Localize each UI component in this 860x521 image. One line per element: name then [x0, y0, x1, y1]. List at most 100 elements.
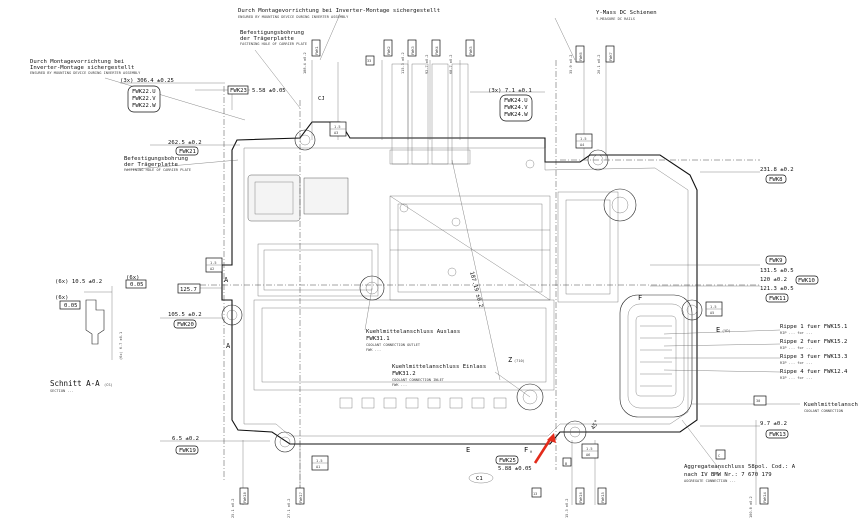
detail-markers: 1.5 A3 1.5 A4 1.5 A2 1.5 A5 1.5 A1 1.5 A… [205, 96, 723, 484]
cooling-channel [253, 299, 555, 391]
view-e-scale: (YD) [722, 329, 731, 333]
dc-rail-1 [391, 63, 409, 165]
dim-bot-271: 27.1 ±0.2 [287, 499, 291, 518]
fwk8-label: FWK8 [769, 177, 783, 183]
sec-box-005a [125, 279, 147, 289]
fwk9-label: FWK9 [769, 258, 782, 264]
fwk21-label: FWK21 [179, 149, 196, 155]
fwk2-label: FWK2 [387, 46, 391, 55]
fwk8-box [765, 174, 787, 184]
view-a3-scale: 1.5 [334, 125, 341, 129]
pocket-top-left [247, 174, 301, 222]
dim-1871: 187.19 ±0.2 [468, 271, 483, 308]
view-a1-scale: 1.5 [316, 459, 323, 463]
fwk23-box [227, 85, 249, 95]
sec-dim-105: (6x) 10.5 ±0.2 [55, 279, 102, 285]
rib1-label: Rippe 1 fuer FWK15.1 [780, 324, 847, 330]
fwk23-label: FWK23 [230, 88, 247, 94]
fwk18-label: FWK18 [243, 492, 247, 503]
note-carrier2-sub: FASTENING HOLE OF CARRIER PLATE [124, 168, 191, 172]
sec-005b: 0.05 [64, 303, 77, 309]
view-a5: A5 [710, 311, 714, 315]
fwk3-label: FWK3 [411, 46, 415, 55]
fwk24-v: FWK24.V [504, 105, 528, 111]
fwk19-label: FWK19 [179, 448, 196, 454]
sec-dim-6x: (6x) [55, 295, 68, 301]
view-a4: A4 [580, 143, 584, 147]
fwk22-w: FWK22.W [132, 103, 156, 109]
dc-rail-3 [431, 63, 449, 165]
note-left-sub: ENSURED BY MOUNTING DEVICE DURING INVERT… [30, 71, 141, 75]
view-a4-scale: 1.5 [580, 137, 587, 141]
view-a6-scale: 1.5 [586, 447, 593, 451]
inlet-sub: COOLANT CONNECTION INLET [392, 378, 445, 382]
fwk5-label: FWK5 [469, 46, 473, 55]
coolant-right-sub: COOLANT CONNECTION [804, 409, 843, 413]
view-a2: A2 [210, 267, 214, 271]
dim-1053: 105.5 ±0.2 [168, 312, 202, 318]
sec-005a: 0.05 [130, 282, 143, 288]
mounting-bosses [221, 129, 703, 453]
fwk24-w: FWK24.W [504, 112, 528, 118]
dc-link-block [557, 191, 619, 303]
aggregate-label-1: Aggregateanschluss 58pol. Cod.: A [684, 464, 796, 470]
fwk1-label: FWK1 [315, 46, 319, 55]
note-y-mass: Y-Mass DC Schienen [596, 10, 657, 16]
note-carrier2-2: der Trägerplatte [124, 162, 179, 168]
dim-bot-153: 15.3 ±0.2 [565, 499, 569, 518]
sec-dim-67: (6x) 6.7 ±0.1 [119, 332, 123, 360]
dim-306: (3x) 306.4 ±0.25 [120, 78, 174, 84]
letter-e: E [466, 446, 470, 454]
section-view: (6x) 10.5 ±0.2 (6x) 0.05 (6x) 0.05 (6x) … [50, 275, 147, 393]
note-carrier-1: Befestigungsbohrung [240, 30, 304, 36]
dim-771: (3x) 7.1 ±0.1 [488, 88, 532, 94]
dc-rail-2 [411, 63, 429, 165]
note-inverter: Durch Montagevorrichtung bei Inverter-Mo… [238, 8, 440, 14]
rib4-sub: RIP ... for ... [780, 376, 812, 380]
fwk24-u: FWK24.U [504, 98, 528, 104]
fwk15-label: FWK15 [601, 492, 605, 503]
view-a6: A6 [586, 453, 590, 457]
dim-top-201: 20.1 ±0.2 [597, 55, 601, 74]
sec-box-005b [59, 300, 81, 310]
note-left-2: Inverter-Montage sichergestellt [30, 65, 134, 71]
dim-1257-box [177, 283, 201, 294]
box-c: C [718, 454, 720, 458]
view-z-scale: (710) [514, 359, 525, 363]
bottom-fwk-labels: FWK18 FWK17 FWK16 FWK15 FWK14 25.1 ±0.2 … [231, 395, 769, 518]
rib3-label: Rippe 3 fuer FWK13.3 [780, 354, 847, 360]
aggregate-connector [619, 294, 693, 418]
top-fwk-labels: FWK1 FWK2 FWK3 FWK4 FWK5 FWK6 FWK7 188.4… [303, 39, 615, 74]
note-carrier2-1: Befestigungsbohrung [124, 156, 188, 162]
fwk10-label: FWK10 [798, 278, 815, 284]
fwk11-box [765, 293, 789, 303]
box-30: 30 [756, 399, 760, 403]
box-33: 33 [367, 59, 371, 63]
dim-262: 262.5 ±0.2 [168, 140, 202, 146]
fwk22-v: FWK22.V [132, 96, 156, 102]
outlet-label-2: FWK31.1 [366, 336, 390, 342]
dim-top-687: 68.7 ±0.2 [449, 55, 453, 74]
view-c1: C1 [476, 476, 483, 482]
coolant-right-label: Kuehlmittelansch [804, 402, 858, 408]
dim-65: 6.5 ±0.2 [172, 436, 199, 442]
letter-fh: F [524, 446, 528, 454]
rib2-label: Rippe 2 fuer FWK15.2 [780, 339, 847, 345]
fwk19-box [175, 445, 199, 455]
pocket-top-mid [303, 177, 349, 215]
dimension-lines [104, 13, 800, 505]
dim-bot-251: 25.1 ±0.2 [231, 499, 235, 518]
box-13: 13 [533, 492, 537, 496]
view-a3: A3 [334, 131, 338, 135]
fwk20-label: FWK20 [177, 322, 194, 328]
view-a1: A1 [316, 465, 320, 469]
view-e-letter: E [716, 326, 720, 334]
box-b: B [565, 462, 567, 466]
dim-1213: 121.3 ±0.5 [760, 286, 794, 292]
dim-558: 5.58 ±0.05 [252, 88, 286, 94]
view-z-letter: Z [508, 356, 512, 364]
dim-top-1884: 188.4 ±0.2 [303, 52, 307, 74]
fwk20-box [173, 319, 197, 329]
